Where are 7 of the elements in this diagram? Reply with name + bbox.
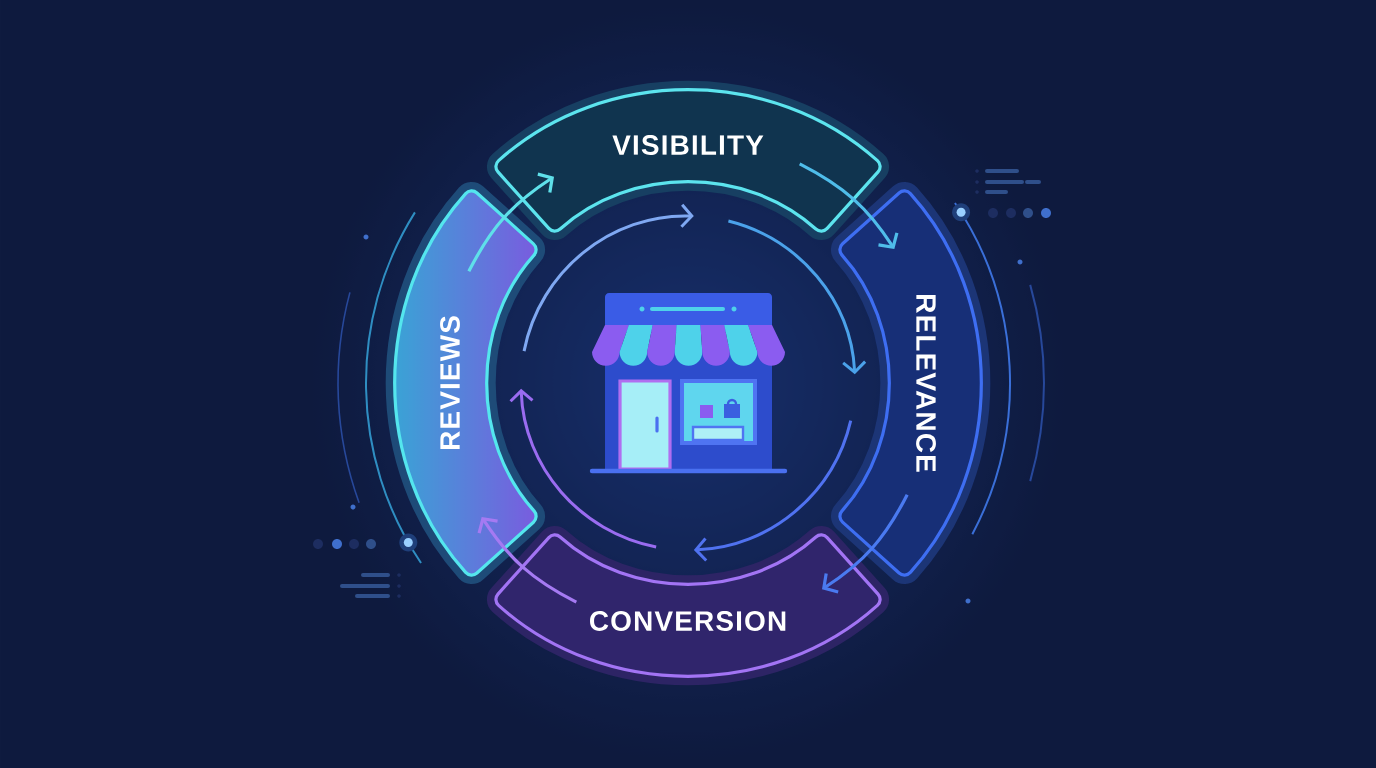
arc-segment: RELEVANCE	[830, 181, 991, 585]
arrow	[798, 162, 899, 250]
arrow	[467, 172, 555, 273]
arrow	[822, 493, 909, 594]
arc-segment: CONVERSION	[486, 525, 890, 686]
arrow	[477, 516, 578, 604]
arc-segment: VISIBILITY	[486, 80, 890, 241]
